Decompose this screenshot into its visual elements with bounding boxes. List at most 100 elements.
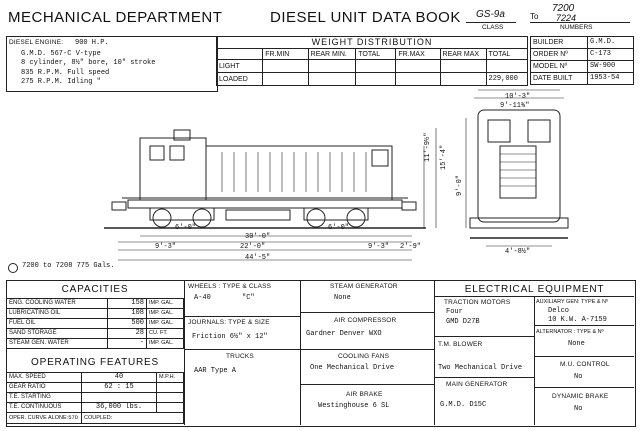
underframe (127, 199, 403, 209)
dim-coupler: 2'-9" (400, 243, 422, 251)
table-row: ORDER Nº C-173 (530, 48, 634, 61)
builder-label: BUILDER (530, 36, 588, 49)
air-brake-label: AIR BRAKE (346, 391, 383, 398)
air-brake-value: Westinghouse 6 SL (318, 402, 390, 410)
traction-value: GMD D27B (446, 318, 480, 326)
wheels-class: "C" (242, 294, 255, 302)
weight-cell (307, 59, 357, 73)
capacities-table: ENG. COOLING WATER 158 IMP. GAL. LUBRICA… (6, 298, 184, 349)
weight-title: WEIGHT DISTRIBUTION (216, 36, 528, 49)
capacity-label: STEAM GEN. WATER (6, 338, 108, 349)
engine-hp: 900 H.P. (75, 39, 109, 47)
weight-cell (395, 72, 441, 86)
order-label: ORDER Nº (530, 48, 588, 61)
capacity-value: 28 (107, 328, 147, 339)
operating-value: 62 : 15 (81, 382, 157, 393)
aux-value: 10 K.W. A-7159 (548, 316, 607, 324)
weight-header-5: REAR MAX (439, 48, 487, 60)
end-cab-outline (477, 109, 561, 223)
fuel-tank (225, 209, 291, 221)
table-row: LUBRICATING OIL 108 IMP. GAL. (6, 308, 184, 319)
department-title: MECHANICAL DEPARTMENT (8, 9, 223, 26)
weight-cell (262, 59, 309, 73)
order-value: C-173 (587, 48, 634, 61)
front-truck (149, 207, 215, 221)
aux-label: AUXILIARY GEN: TYPE & Nº (536, 299, 609, 305)
dim-center: 22'-0" (240, 243, 266, 251)
dim-front-wheelbase: 6'-0" (175, 224, 197, 232)
capacity-value: 500 (107, 318, 147, 329)
rear-truck (303, 207, 369, 221)
operating-label: GEAR RATIO (6, 382, 82, 393)
trucks-value: AAR Type A (194, 367, 237, 375)
steam-value: None (334, 294, 351, 302)
table-row: MODEL Nº SW-900 (530, 60, 634, 73)
table-row: DATE BUILT 1953-54 (530, 72, 634, 85)
weight-cell (355, 59, 397, 73)
dim-truck-centers: 30'-0" (245, 233, 271, 241)
weight-cell (262, 72, 309, 86)
date-label: DATE BUILT (530, 72, 588, 85)
table-row: T.E. STARTING (6, 392, 184, 403)
steam-label: STEAM GENERATOR (330, 283, 398, 290)
engine-box: DIESEL ENGINE: 900 H.P. G.M.D. 567-C V-t… (6, 36, 218, 92)
class-value: GS-9a (476, 9, 505, 20)
weight-header-3: TOTAL (355, 48, 397, 60)
wheel (192, 208, 212, 228)
engine-line3: 835 R.P.M. Full speed (21, 69, 110, 77)
model-value: SW-900 (587, 60, 634, 73)
journals-label: JOURNALS: TYPE & SIZE (188, 319, 270, 326)
table-row: ENG. COOLING WATER 158 IMP. GAL. (6, 298, 184, 309)
wheels-label: WHEELS : TYPE & CLASS (188, 283, 272, 290)
class-label: CLASS (482, 24, 504, 31)
air-compressor-label: AIR COMPRESSOR (334, 317, 397, 324)
main-gen-value: G.M.D. D15C (440, 401, 487, 409)
dim-overall-length: 44'-5" (245, 254, 271, 262)
weight-header-2: REAR MIN. (307, 48, 357, 60)
traction-count: Four (446, 308, 463, 316)
weight-cell (439, 59, 487, 73)
dynamic-brake-value: No (574, 405, 583, 413)
table-row: BUILDER G.M.D. (530, 36, 634, 49)
dim-front-overhang: 9'-3" (155, 243, 177, 251)
capacity-value: - (107, 338, 147, 349)
air-compressor-value: Gardner Denver WXO (306, 330, 382, 338)
capacity-unit: IMP. GAL. (146, 298, 184, 309)
end-window (527, 119, 551, 143)
journals-value: Friction 6½" x 12" (192, 333, 268, 341)
wheel (346, 208, 366, 228)
alternator-value: None (568, 340, 585, 348)
stack (173, 129, 191, 141)
operating-value: 36,000 lbs. (81, 402, 157, 413)
coupled-label: COUPLED: (81, 412, 184, 424)
capacities-title: CAPACITIES (61, 284, 129, 295)
side-elevation (104, 128, 437, 261)
weight-cell (485, 59, 529, 73)
traction-label: TRACTION MOTORS (444, 299, 511, 306)
aux-make: Delco (548, 307, 570, 315)
trucks-label: TRUCKS (226, 353, 254, 360)
table-row: OPER. CURVE ALONE:57D COUPLED: (6, 412, 184, 424)
dim-hood-height: 11'-9½" (424, 132, 432, 162)
builder-table: BUILDER G.M.D. ORDER Nº C-173 MODEL Nº S… (530, 36, 634, 85)
capacity-label: LUBRICATING OIL (6, 308, 108, 319)
operating-value (81, 392, 157, 403)
capacity-value: 108 (107, 308, 147, 319)
operating-table: MAX. SPEED 40 M.P.H. GEAR RATIO 62 : 15 … (6, 372, 184, 424)
curve-value: 57D (68, 414, 79, 421)
cab-window (149, 145, 165, 161)
numbers-value-top: 7200 (552, 3, 575, 14)
fuel-note: 7200 to 7208 775 Gals. (22, 262, 115, 270)
engine-line1: G.M.D. 567-C V-type (21, 50, 101, 58)
table-row: T.E. CONTINUOUS 36,000 lbs. (6, 402, 184, 413)
weight-row-label: LOADED (215, 72, 264, 86)
model-label: MODEL Nº (530, 60, 588, 73)
alternator-label: ALTERNATOR : TYPE & Nº (536, 329, 604, 335)
mu-control-label: M.U. CONTROL (560, 361, 610, 368)
operating-label: MAX. SPEED (6, 372, 82, 383)
curve-label: OPER. CURVE ALONE: (9, 415, 69, 421)
operating-unit (156, 392, 184, 403)
table-row: FUEL OIL 500 IMP. GAL. (6, 318, 184, 329)
table-row: SAND STORAGE 28 CU. FT. (6, 328, 184, 339)
locomotive-drawing (104, 89, 569, 261)
